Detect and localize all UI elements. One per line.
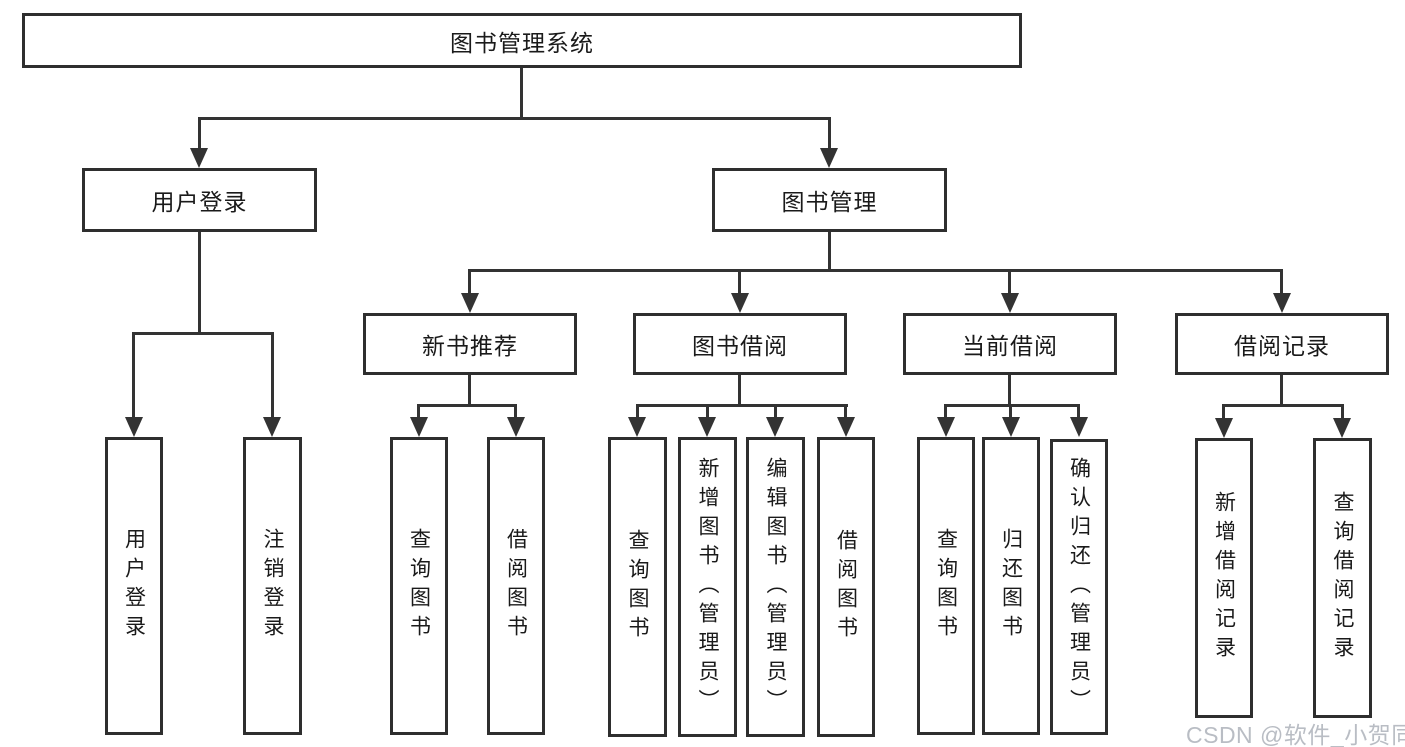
leaf-add-books-admin: 新增图书（管理员） xyxy=(678,437,737,737)
connector-shaft xyxy=(828,117,831,150)
connector-shaft xyxy=(944,404,947,419)
connector-shaft xyxy=(1341,404,1344,420)
connector-stub xyxy=(468,375,471,407)
arrow-down-icon xyxy=(837,417,855,437)
leaf-add-books-admin-label: 新增图书（管理员） xyxy=(696,456,719,718)
arrow-down-icon xyxy=(125,417,143,437)
arrow-down-icon xyxy=(628,417,646,437)
connector-shaft xyxy=(1008,269,1011,295)
connector-stub xyxy=(738,375,741,407)
node-current-borrowing: 当前借阅 xyxy=(903,313,1117,375)
connector-level2-rail xyxy=(198,117,831,120)
connector-shaft xyxy=(774,404,777,419)
leaf-query-books-recommend: 查询图书 xyxy=(390,437,448,735)
connector-shaft xyxy=(132,332,135,419)
arrow-down-icon xyxy=(820,148,838,168)
connector-shaft xyxy=(706,404,709,419)
connector-rail xyxy=(417,404,517,407)
arrow-down-icon xyxy=(1002,417,1020,437)
leaf-add-borrow-record-label: 新增借阅记录 xyxy=(1212,491,1236,665)
leaf-borrow-books-recommend: 借阅图书 xyxy=(487,437,545,735)
leaf-borrow-books-label: 借阅图书 xyxy=(834,529,858,645)
node-user-login-label: 用户登录 xyxy=(151,189,248,215)
connector-shaft xyxy=(636,404,639,419)
connector-shaft xyxy=(844,404,847,419)
node-book-management: 图书管理 xyxy=(712,168,947,232)
arrow-down-icon xyxy=(1273,293,1291,313)
leaf-query-borrow-record-label: 查询借阅记录 xyxy=(1331,491,1354,665)
connector-shaft xyxy=(198,117,201,150)
connector-shaft xyxy=(417,404,420,419)
node-current-borrowing-label: 当前借阅 xyxy=(962,333,1058,359)
arrow-down-icon xyxy=(1001,293,1019,313)
node-borrowing-records: 借阅记录 xyxy=(1175,313,1389,375)
leaf-edit-books-admin: 编辑图书（管理员） xyxy=(746,437,805,737)
leaf-edit-books-admin-label: 编辑图书（管理员） xyxy=(764,456,787,718)
arrow-down-icon xyxy=(263,417,281,437)
leaf-user-login: 用户登录 xyxy=(105,437,163,735)
leaf-query-books-borrowing-label: 查询图书 xyxy=(626,529,649,645)
connector-level3-rail xyxy=(468,269,1283,272)
leaf-return-books-label: 归还图书 xyxy=(999,528,1023,644)
csdn-watermark: CSDN @软件_小贺同学 xyxy=(1186,722,1405,747)
connector-shaft xyxy=(514,404,517,419)
connector-shaft xyxy=(1009,404,1012,419)
node-book-borrowing-label: 图书借阅 xyxy=(692,333,788,359)
arrow-down-icon xyxy=(1333,418,1351,438)
connector-rail xyxy=(1222,404,1343,407)
leaf-query-books-current-label: 查询图书 xyxy=(934,528,958,644)
connector-shaft xyxy=(738,269,741,295)
arrow-down-icon xyxy=(410,417,428,437)
connector-user-login-rail xyxy=(132,332,274,335)
arrow-down-icon xyxy=(461,293,479,313)
connector-shaft xyxy=(1077,404,1080,419)
connector-rail xyxy=(944,404,1080,407)
connector-shaft xyxy=(1222,404,1225,420)
leaf-return-books: 归还图书 xyxy=(982,437,1040,735)
connector-book-management-stub xyxy=(828,232,831,272)
connector-user-login-stub xyxy=(198,232,201,335)
connector-shaft xyxy=(468,269,471,295)
leaf-query-books-current: 查询图书 xyxy=(917,437,975,735)
arrow-down-icon xyxy=(937,417,955,437)
connector-stub xyxy=(1280,375,1283,407)
arrow-down-icon xyxy=(1215,418,1233,438)
node-new-book-recommend-label: 新书推荐 xyxy=(422,333,518,359)
leaf-borrow-books: 借阅图书 xyxy=(817,437,875,737)
node-user-login: 用户登录 xyxy=(82,168,317,232)
leaf-add-borrow-record: 新增借阅记录 xyxy=(1195,438,1253,718)
leaf-logout-label: 注销登录 xyxy=(261,528,284,644)
leaf-confirm-return-admin-label: 确认归还（管理员） xyxy=(1067,456,1091,718)
arrow-down-icon xyxy=(507,417,525,437)
leaf-borrow-books-recommend-label: 借阅图书 xyxy=(504,528,528,644)
connector-shaft xyxy=(1280,269,1283,295)
connector-root-stub xyxy=(520,68,523,119)
leaf-query-books-borrowing: 查询图书 xyxy=(608,437,667,737)
arrow-down-icon xyxy=(1070,417,1088,437)
arrow-down-icon xyxy=(698,417,716,437)
arrow-down-icon xyxy=(766,417,784,437)
leaf-user-login-label: 用户登录 xyxy=(122,528,146,644)
node-root: 图书管理系统 xyxy=(22,13,1022,68)
leaf-confirm-return-admin: 确认归还（管理员） xyxy=(1050,439,1108,735)
node-borrowing-records-label: 借阅记录 xyxy=(1234,333,1330,359)
arrow-down-icon xyxy=(731,293,749,313)
leaf-logout: 注销登录 xyxy=(243,437,302,735)
node-root-label: 图书管理系统 xyxy=(450,29,594,56)
arrow-down-icon xyxy=(190,148,208,168)
leaf-query-borrow-record: 查询借阅记录 xyxy=(1313,438,1372,718)
connector-shaft xyxy=(271,332,274,419)
connector-rail xyxy=(636,404,848,407)
node-new-book-recommend: 新书推荐 xyxy=(363,313,577,375)
node-book-borrowing: 图书借阅 xyxy=(633,313,847,375)
leaf-query-books-recommend-label: 查询图书 xyxy=(407,528,431,644)
node-book-management-label: 图书管理 xyxy=(781,189,878,215)
connector-stub xyxy=(1008,375,1011,407)
